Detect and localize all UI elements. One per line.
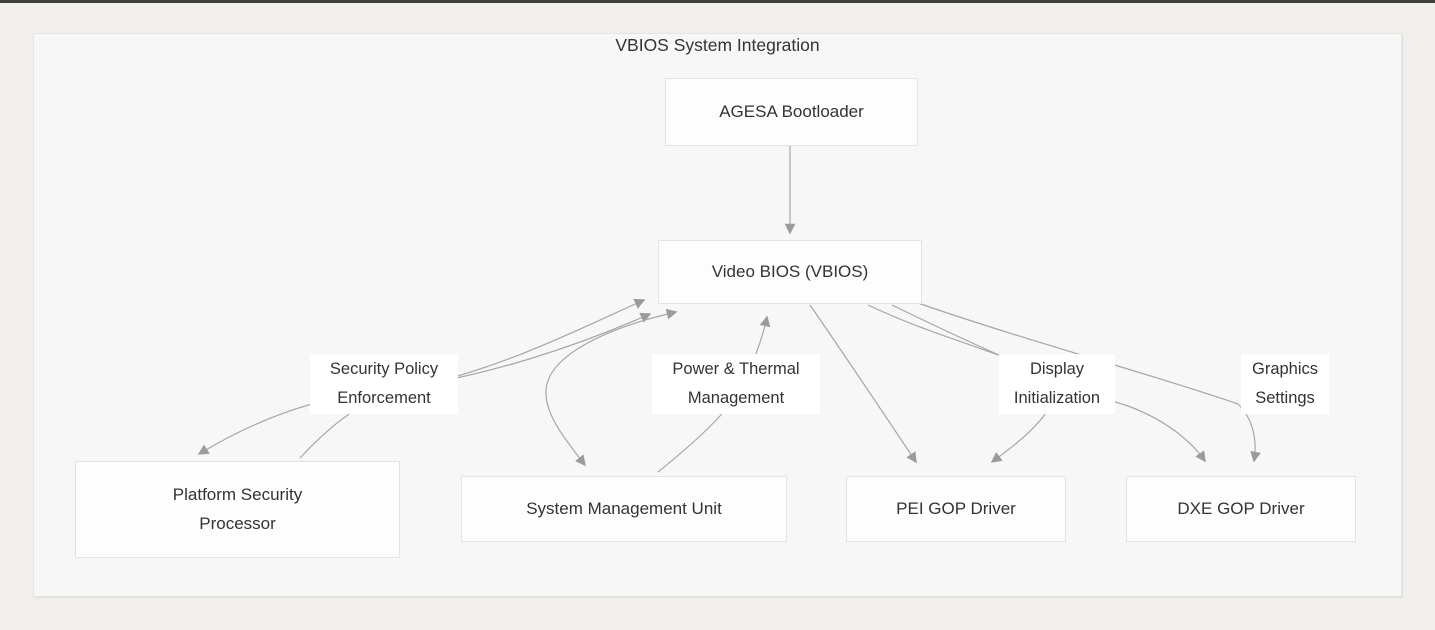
node-pei-gop-driver: PEI GOP Driver (846, 476, 1066, 542)
node-platform-security-processor: Platform Security Processor (75, 461, 400, 558)
node-agesa-bootloader-label: AGESA Bootloader (719, 101, 864, 121)
node-video-bios-label: Video BIOS (VBIOS) (711, 261, 869, 281)
edge-label-display-initialization: Display Initialization (999, 354, 1115, 414)
node-agesa-bootloader: AGESA Bootloader (665, 78, 918, 146)
diagram-title: VBIOS System Integration (615, 35, 820, 55)
node-dxe-gop-driver-label: DXE GOP Driver (1177, 498, 1305, 518)
window-top-edge (0, 0, 1435, 3)
node-system-management-unit-label: System Management Unit (526, 498, 722, 518)
edge-label-graphics-settings: Graphics Settings (1241, 354, 1329, 414)
edge-label-security-policy-enforcement: Security Policy Enforcement (310, 354, 458, 414)
edge-label-power-thermal-management: Power & Thermal Management (652, 354, 820, 414)
node-system-management-unit: System Management Unit (461, 476, 787, 542)
node-video-bios: Video BIOS (VBIOS) (658, 240, 922, 304)
node-pei-gop-driver-label: PEI GOP Driver (896, 498, 1016, 518)
node-dxe-gop-driver: DXE GOP Driver (1126, 476, 1356, 542)
node-platform-security-processor-label: Platform Security Processor (172, 484, 303, 533)
